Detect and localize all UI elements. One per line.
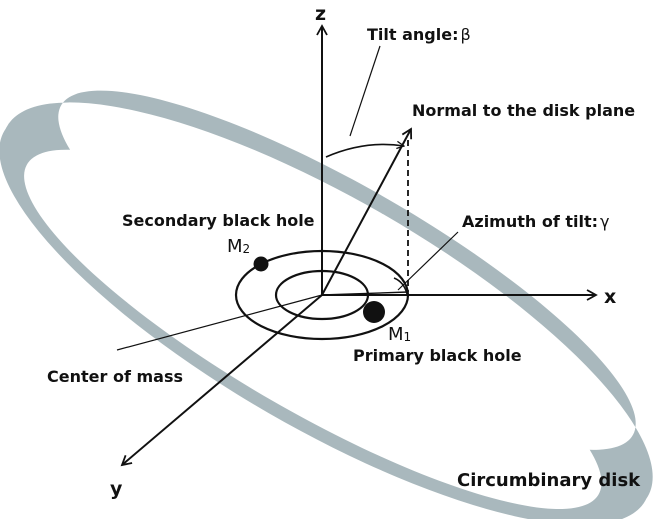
y-axis-line bbox=[120, 294, 323, 467]
primary-label: Primary black hole bbox=[353, 346, 522, 365]
primary-black-hole bbox=[363, 301, 385, 323]
center-of-mass-leader bbox=[116, 294, 323, 351]
tilt-angle-leader bbox=[349, 45, 381, 137]
m1-label: M1 bbox=[388, 324, 411, 345]
x-axis-label: x bbox=[604, 286, 616, 308]
projection-to-primary bbox=[321, 291, 409, 296]
secondary-black-hole bbox=[253, 256, 269, 272]
m1-subscript: 1 bbox=[404, 330, 412, 344]
tilt-symbol: β bbox=[460, 25, 470, 44]
circumbinary-disk bbox=[0, 90, 653, 519]
azimuth-symbol: γ bbox=[600, 212, 609, 231]
disk-label: Circumbinary disk bbox=[457, 470, 641, 491]
m2-label: M2 bbox=[227, 236, 250, 257]
azimuth-label: Azimuth of tilt:γ bbox=[462, 212, 610, 231]
azimuth-leader bbox=[397, 231, 459, 291]
center-of-mass-label: Center of mass bbox=[47, 367, 183, 386]
tilt-angle-arc bbox=[325, 144, 404, 158]
secondary-label: Secondary black hole bbox=[122, 211, 315, 230]
y-axis-label: y bbox=[110, 478, 123, 500]
tilt-angle-label: Tilt angle:β bbox=[367, 25, 471, 44]
normal-vector bbox=[321, 127, 413, 296]
z-axis-label: z bbox=[315, 3, 326, 25]
m2-subscript: 2 bbox=[243, 242, 251, 256]
normal-label: Normal to the disk plane bbox=[412, 101, 635, 120]
